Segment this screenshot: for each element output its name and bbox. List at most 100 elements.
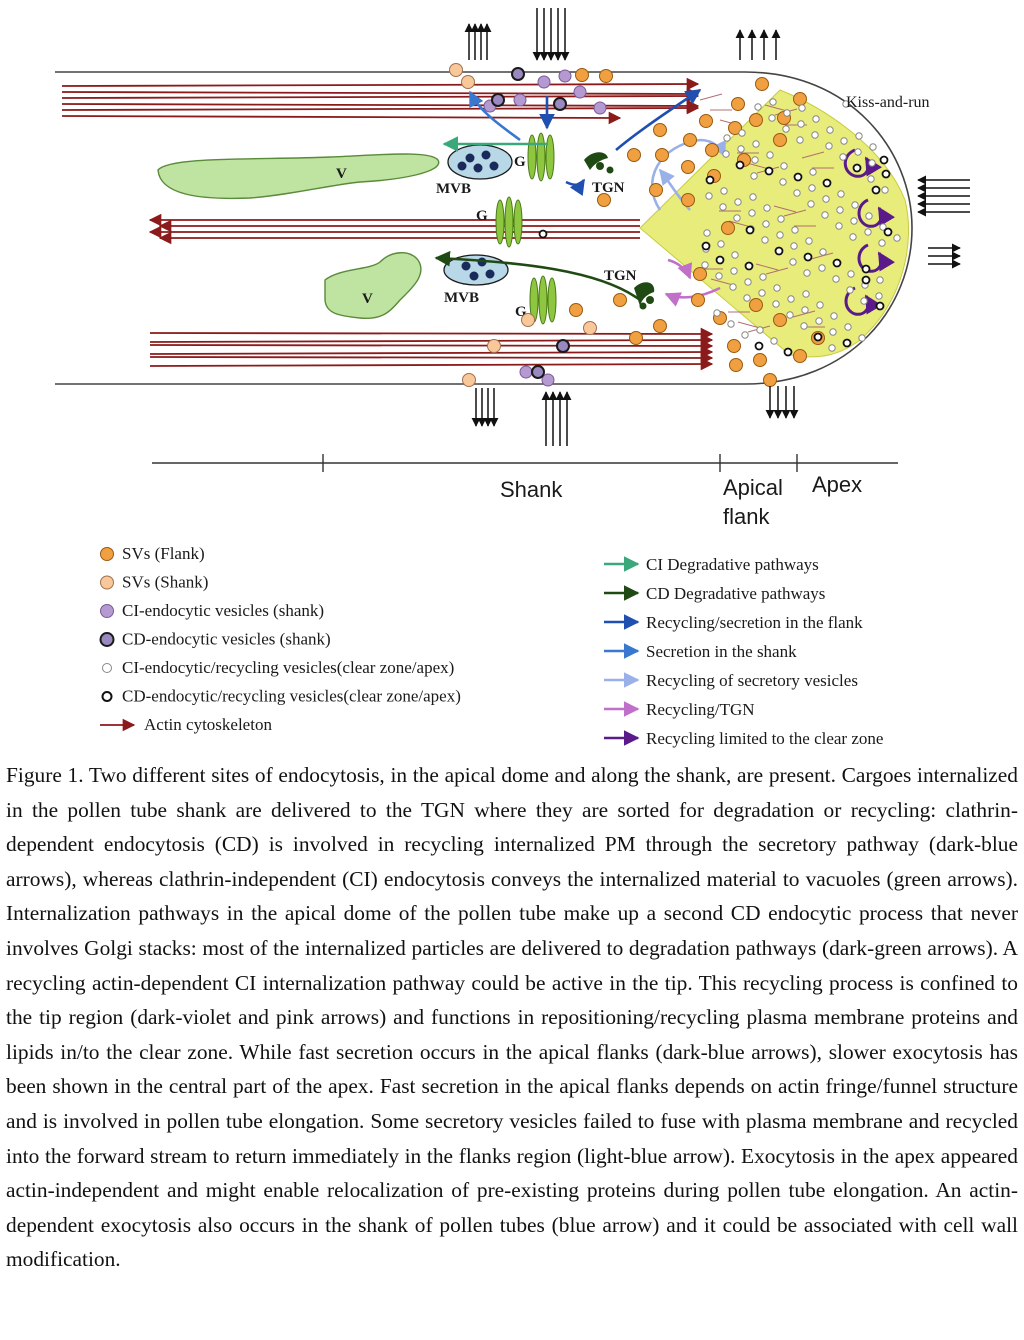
endocytosis-down-arrows [532,8,570,61]
cd-recycling-vesicle [715,255,725,265]
ci-recycling-vesicle [741,331,749,339]
actin-cable [149,327,714,341]
ci-recycling-vesicle [816,301,824,309]
cd-recycling-vesicle [871,185,881,195]
ci-recycling-vesicle [807,200,815,208]
ci-recycling-vesicle [847,270,855,278]
ci-recycling-vesicle [727,320,735,328]
actin-cable [61,89,700,103]
actin-fringe [764,104,788,112]
ci-recycling-vesicle [776,231,784,239]
sv-flank [753,353,767,367]
ci-recycling-vesicle [800,322,808,330]
legend-item-pathway: CI Degradative pathways [604,555,819,574]
actin-cable [61,111,622,125]
legend-item-vesicle: SVs (Shank) [100,573,208,592]
legend-item-vesicle: CI-endocytic/recycling vesicles(clear zo… [102,658,454,677]
actin-fringe [773,205,797,213]
ci-recycling-vesicle [809,168,817,176]
legend-label: SVs (Flank) [122,544,205,563]
region-scale-bar: Shank Apical flank Apex [152,454,898,529]
region-apex: Apex [812,472,862,497]
sv-shank [487,339,501,353]
ci-recycling-vesicle [822,195,830,203]
ci-endocytic-vesicle [558,69,572,83]
ci-recycling-vesicle [867,175,875,183]
golgi-bottom: G [515,275,557,325]
arrow-recycle-tgn-top [658,168,691,211]
legend-swatch [100,604,114,618]
actin-cable [61,101,700,115]
sv-flank [613,293,627,307]
legend-label: CI-endocytic/recycling vesicles(clear zo… [122,658,454,677]
sv-flank [653,319,667,333]
ci-recycling-vesicle [748,209,756,217]
ci-recycling-vesicle [782,125,790,133]
ci-recycling-vesicle [850,217,858,225]
ci-recycling-vesicle [717,240,725,248]
ci-recycling-vesicle [779,178,787,186]
ci-recycling-vesicle [796,136,804,144]
ci-recycling-vesicle [772,300,780,308]
golgi-top: G [514,132,555,182]
ci-recycling-vesicle [762,220,770,228]
cd-recycling-vesicle [774,246,784,256]
ci-recycling-vesicle [835,222,843,230]
region-shank: Shank [500,477,563,502]
actin-fringe [746,162,770,170]
cd-recycling-vesicle [875,301,885,311]
legend-vesicles: SVs (Flank) SVs (Shank) CI-endocytic vesic… [99,544,461,734]
legend-item-vesicle: CI-endocytic vesicles (shank) [100,601,324,620]
ci-recycling-vesicle [777,215,785,223]
ci-recycling-vesicle [815,317,823,325]
ci-recycling-vesicle [793,189,801,197]
sv-flank [773,313,787,327]
golgi-top-label: G [514,154,526,170]
ci-recycling-vesicle [756,326,764,334]
ci-endocytic-vesicle [593,101,607,115]
cd-endocytic-vesicle [531,365,545,379]
actin-fringe [710,278,734,286]
cd-recycling-vesicle [538,229,548,239]
legend-swatch [99,632,115,647]
cd-recycling-vesicle [764,166,774,176]
ci-recycling-vesicle [752,140,760,148]
cd-recycling-vesicle [861,275,871,285]
sv-flank [569,303,583,317]
legend-label: Actin cytoskeleton [144,715,272,734]
ci-recycling-vesicle [723,134,731,142]
sv-flank [627,148,641,162]
cd-recycling-vesicle [842,338,852,348]
ci-recycling-vesicle [715,272,723,280]
actin-fringe [801,151,825,159]
cd-recycling-vesicle [745,225,755,235]
sv-shank [521,313,535,327]
ci-recycling-vesicle [798,104,806,112]
ci-recycling-vesicle [759,273,767,281]
arrow-recycling-tgn [664,286,721,307]
cd-recycling-vesicle [744,261,754,271]
legend-label: CI Degradative pathways [646,555,819,574]
sv-flank [793,349,807,363]
sv-flank [731,97,745,111]
legend-label: SVs (Shank) [122,573,208,592]
ci-recycling-vesicle [701,261,709,269]
actin-fringe [765,267,789,275]
sv-flank [649,183,663,197]
sv-flank [749,298,763,312]
ci-recycling-vesicle [773,284,781,292]
legend-label: Recycling limited to the clear zone [646,729,883,748]
cd-recycling-vesicle [813,332,823,342]
legend-item-pathway: Recycling/secretion in the flank [604,613,863,632]
cd-recycling-vesicle [803,252,813,262]
actin-fringe [810,252,834,260]
sv-flank [727,339,741,353]
ci-recycling-vesicle [875,292,883,300]
ci-recycling-vesicle [783,109,791,117]
tgn-bottom: TGN [604,268,655,310]
ci-recycling-vesicle [749,193,757,201]
ci-recycling-vesicle [754,103,762,111]
legend-item-vesicle: CD-endocytic/recycling vesicles(clear zo… [101,687,461,706]
sv-flank [729,358,743,372]
ci-recycling-vesicle [766,151,774,159]
